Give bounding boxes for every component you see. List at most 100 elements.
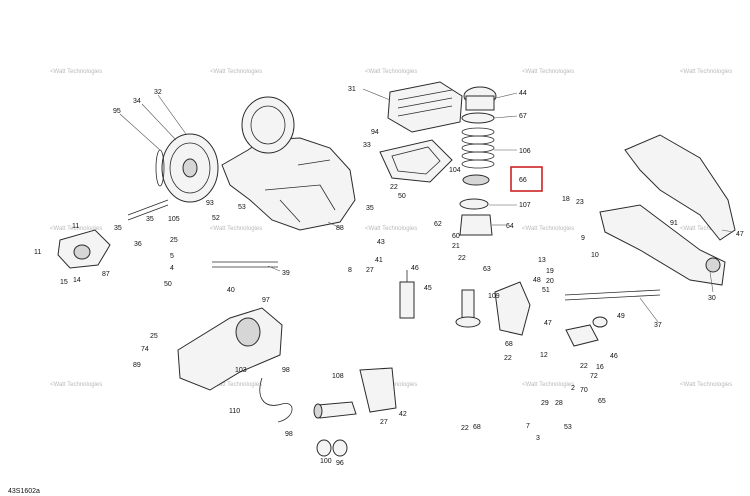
swingarm-30 <box>599 204 726 286</box>
callout: 10 <box>591 252 599 259</box>
gasket-33 <box>379 139 453 183</box>
housing-89-bore <box>235 317 261 347</box>
callout: 43 <box>377 239 385 246</box>
callout: 37 <box>654 322 662 329</box>
callout: 62 <box>434 221 442 228</box>
callout: 68 <box>473 424 481 431</box>
callout: 89 <box>133 362 141 369</box>
callout: 30 <box>708 295 716 302</box>
watermark: <Watt Technologies <box>210 69 262 75</box>
callout: 103 <box>235 367 247 374</box>
callout: 22 <box>580 363 588 370</box>
bushing-30 <box>705 257 721 273</box>
watermark: <Watt Technologies <box>680 382 732 388</box>
callout: 11 <box>34 249 41 256</box>
callout: 25 <box>170 237 178 244</box>
callout: 110 <box>229 408 240 415</box>
callout: 35 <box>114 225 122 232</box>
frame-pulley <box>241 96 295 154</box>
callout: 46 <box>610 353 618 360</box>
callout: 27 <box>380 419 388 426</box>
bracket-42 <box>359 367 397 413</box>
shaft-37 <box>564 289 661 296</box>
callout: 5 <box>170 253 174 260</box>
callout: 35 <box>366 205 374 212</box>
callout: 42 <box>399 411 407 418</box>
callout: 74 <box>141 346 149 353</box>
callout: 47 <box>736 231 744 238</box>
callout: 93 <box>206 200 214 207</box>
spring-106 <box>461 127 495 169</box>
callout: 14 <box>73 277 81 284</box>
hose-98 <box>259 377 293 423</box>
callout: 7 <box>526 423 530 430</box>
callout: 44 <box>519 90 527 97</box>
callout: 28 <box>555 400 563 407</box>
shock-45 <box>399 281 415 319</box>
callout: 68 <box>505 341 513 348</box>
callout: 9 <box>581 235 585 242</box>
part-drawings <box>57 81 736 457</box>
cap-44-body <box>465 95 495 111</box>
callout: 35 <box>146 216 154 223</box>
callout-labels: 95 34 32 35 105 36 35 11 11 87 15 14 25 … <box>34 86 744 467</box>
callout: 19 <box>546 268 554 275</box>
leader-lines <box>119 88 734 323</box>
callout: 40 <box>227 287 235 294</box>
callout: 22 <box>458 255 466 262</box>
callout: 91 <box>670 220 678 227</box>
callout: 20 <box>546 278 554 285</box>
callout: 18 <box>562 196 570 203</box>
frame-body <box>221 137 356 231</box>
watermark: <Watt Technologies <box>522 226 574 232</box>
callout: 16 <box>596 364 604 371</box>
gasket-inner <box>391 146 441 175</box>
callout: 109 <box>488 293 500 300</box>
callout: 108 <box>332 373 344 380</box>
airbox-31 <box>387 81 463 133</box>
callout: 32 <box>154 89 162 96</box>
watermark: <Watt Technologies <box>365 226 417 232</box>
callout: 98 <box>282 367 290 374</box>
callout: 95 <box>113 108 121 115</box>
callout: 106 <box>519 148 531 155</box>
callout: 50 <box>164 281 172 288</box>
watermark: <Watt Technologies <box>50 226 102 232</box>
watermark: <Watt Technologies <box>522 69 574 75</box>
callout: 65 <box>598 398 606 405</box>
callout: 66 <box>519 177 527 184</box>
callout: 33 <box>363 142 371 149</box>
washer-49 <box>592 316 608 328</box>
watermark: <Watt Technologies <box>522 382 574 388</box>
bracket-64 <box>459 214 493 236</box>
callout: 31 <box>348 86 356 93</box>
watermark: <Watt Technologies <box>365 69 417 75</box>
shaft-36 <box>127 199 169 216</box>
callout: 27 <box>366 267 374 274</box>
ring-100 <box>316 439 332 457</box>
callout: 22 <box>504 355 512 362</box>
washer-67 <box>461 112 495 124</box>
callout: 47 <box>544 320 552 327</box>
callout: 11 <box>72 223 79 230</box>
drive-disc-hub <box>182 158 198 178</box>
airbox-ribs <box>397 89 453 117</box>
tube-108-end <box>313 403 323 419</box>
callout: 52 <box>212 215 220 222</box>
bracket-46 <box>565 324 599 347</box>
seat-66 <box>462 174 490 186</box>
watermark: <Watt Technologies <box>50 382 102 388</box>
shaft-36b <box>127 204 169 221</box>
callout: 15 <box>60 279 68 286</box>
frame-pulley-inner <box>250 105 286 145</box>
callout: 88 <box>336 225 344 232</box>
callout: 94 <box>371 129 379 136</box>
callout: 41 <box>375 257 383 264</box>
post-109-base <box>455 316 481 328</box>
shaft-37b <box>564 294 661 301</box>
callout: 60 <box>452 233 460 240</box>
swingarm-47 <box>624 134 736 241</box>
callout: 29 <box>541 400 549 407</box>
callout: 63 <box>483 266 491 273</box>
